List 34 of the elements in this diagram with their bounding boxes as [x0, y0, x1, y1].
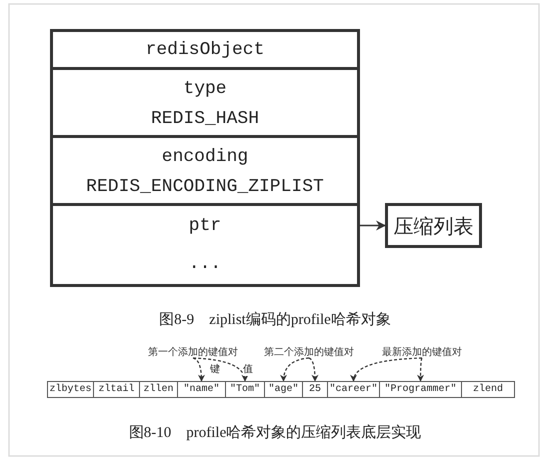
annotation-text: 最新添加的键值对: [380, 346, 464, 358]
list-cell: zllen: [139, 381, 178, 398]
table-row: [50, 67, 360, 138]
dashed-arrow: [192, 357, 205, 382]
annotation-text: 第二个添加的键值对: [263, 346, 355, 358]
field-name: type: [183, 78, 227, 101]
list-cell: "career": [327, 381, 380, 398]
table-row: ...: [50, 243, 360, 287]
arrow: [360, 220, 386, 230]
field-value: REDIS_ENCODING_ZIPLIST: [86, 176, 324, 199]
list-cell: zlbytes: [47, 381, 94, 398]
figure-caption: 图8-9 ziplist编码的profile哈希对象: [159, 310, 391, 329]
target-box: 压缩列表: [385, 203, 482, 248]
list-cell: "name": [177, 381, 226, 398]
table-row: [50, 135, 360, 206]
list-cell: zlend: [461, 381, 515, 398]
table-row: ptr: [50, 203, 360, 246]
list-cell: "age": [264, 381, 303, 398]
dashed-arrow: [280, 357, 310, 382]
annotation-text: 第一个添加的键值对: [143, 346, 243, 358]
table-row: redisObject: [50, 29, 360, 70]
edge-label: 值: [243, 364, 253, 376]
field-name: encoding: [162, 146, 248, 169]
list-cell: "Tom": [225, 381, 265, 398]
field-value: REDIS_HASH: [150, 108, 260, 131]
list-cell: 25: [302, 381, 328, 398]
edge-label: 键: [210, 364, 220, 376]
figure-caption: 图8-10 profile哈希对象的压缩列表底层实现: [128, 423, 422, 442]
dashed-arrow: [308, 357, 318, 382]
dashed-arrow: [192, 357, 248, 382]
list-cell: zltail: [93, 381, 140, 398]
list-cell: "Programmer": [379, 381, 462, 398]
dashed-arrow: [350, 357, 422, 382]
dashed-arrow: [417, 358, 424, 382]
